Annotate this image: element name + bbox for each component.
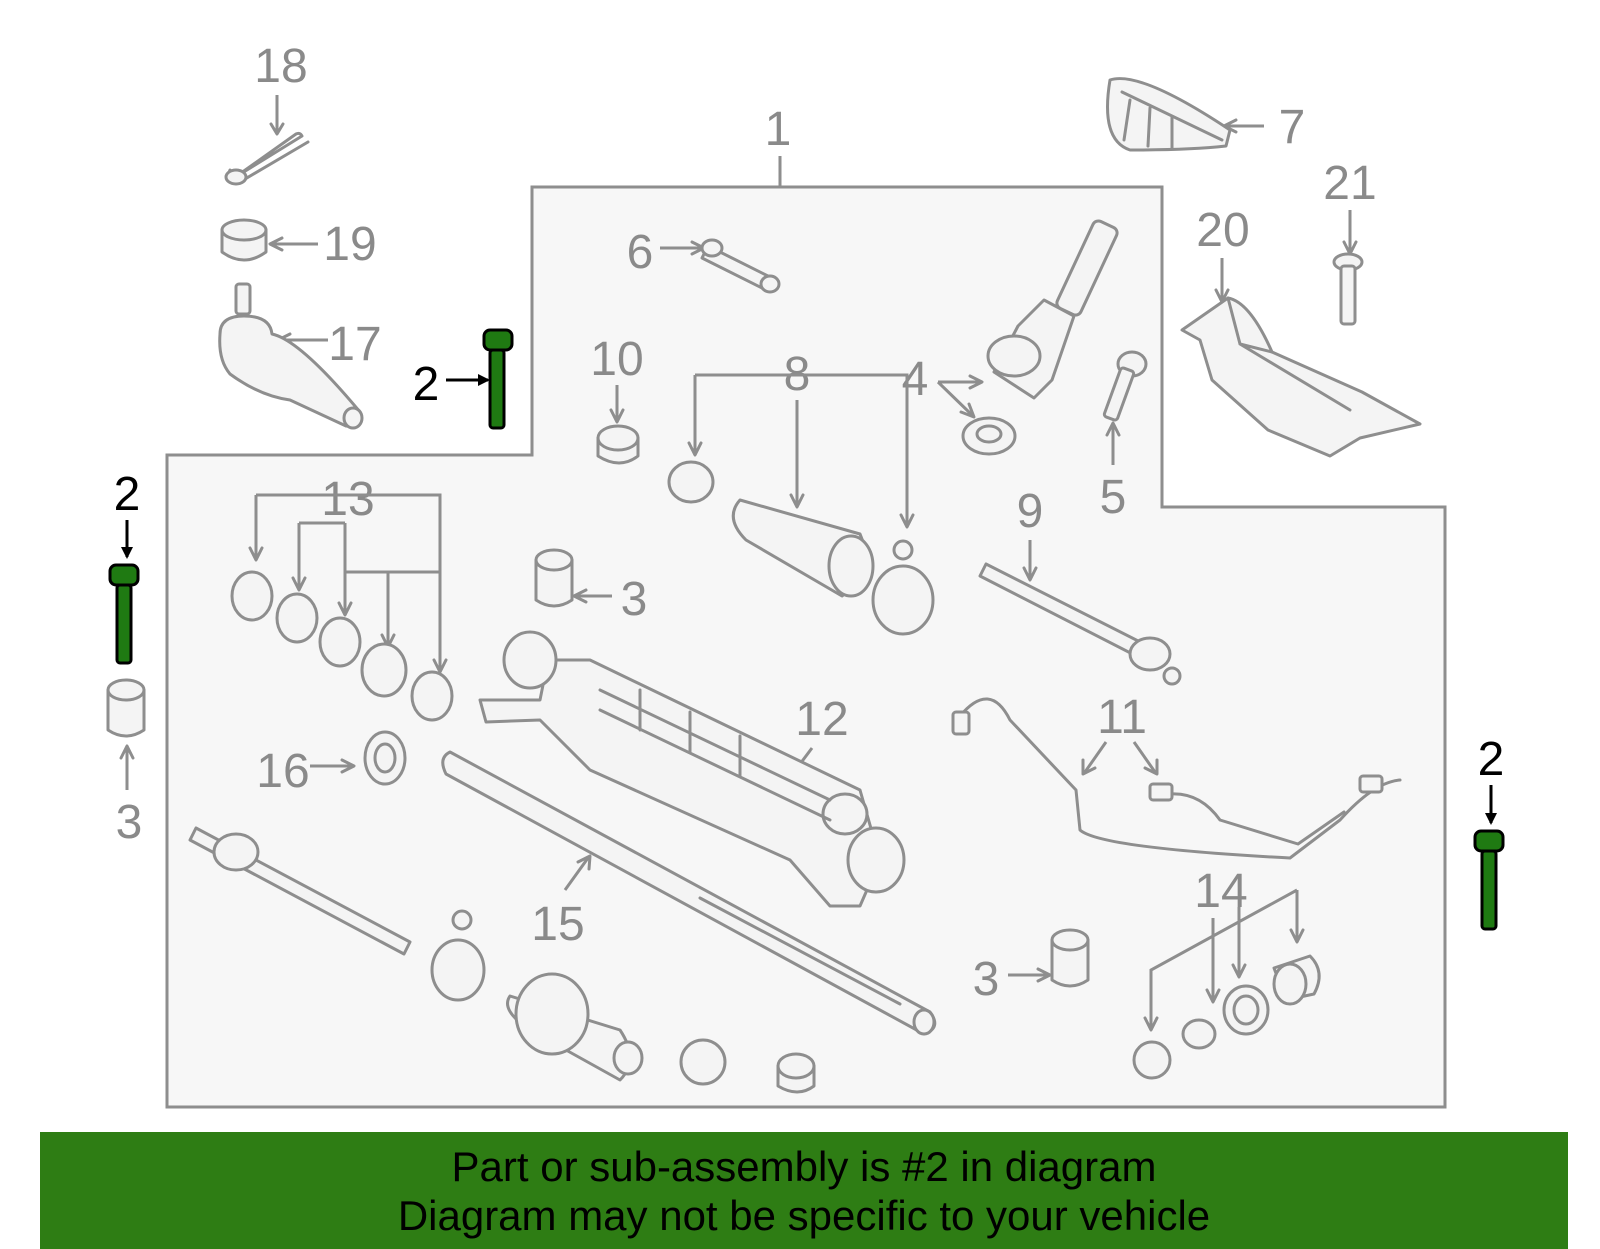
callout-7: 7 [1279,101,1306,154]
callout-3-left: 3 [116,796,143,849]
banner-line-1: Part or sub-assembly is #2 in diagram [451,1143,1157,1190]
callout-12: 12 [795,693,848,746]
part-9-inner-tie-rod [978,562,1182,686]
callout-10: 10 [590,333,643,386]
callout-15: 15 [531,898,584,951]
callout-2-right: 2 [1478,733,1505,786]
callout-1: 1 [765,103,792,156]
callout-9: 9 [1017,485,1044,538]
bolt-2-center[interactable] [482,328,514,430]
part-3-bushings [106,548,1090,988]
part-6-bolt [700,238,781,294]
callout-19: 19 [323,218,376,271]
callout-18: 18 [254,40,307,93]
part-inner-tie-rod-left [188,826,412,956]
part-10-nut [596,424,640,465]
part-boot-lower [430,909,816,1094]
part-21-bolt [1332,252,1364,326]
leader-lines [119,95,1358,1032]
callout-2-left: 2 [114,468,141,521]
callout-6: 6 [627,226,654,279]
callout-21: 21 [1323,157,1376,210]
callout-16: 16 [256,745,309,798]
part-12-rack-housing [478,630,906,908]
assembly-box [165,185,1447,1109]
part-14-valve-parts [1132,954,1321,1080]
bolt-2-right[interactable] [1473,829,1505,931]
callout-5: 5 [1100,471,1127,524]
callout-17: 17 [328,318,381,371]
callout-11: 11 [1097,691,1147,744]
part-16-seal [363,730,407,786]
part-15-rack [441,750,937,1036]
leader-lines-highlight [121,374,1497,825]
part-7-cover [1106,77,1232,152]
part-4-pinion-housing [961,219,1119,456]
callout-2-center: 2 [413,358,440,411]
callout-3-bottom: 3 [973,953,1000,1006]
callout-3-top: 3 [621,573,648,626]
part-8-boot [667,460,935,636]
banner-line-2: Diagram may not be specific to your vehi… [397,1192,1211,1239]
callout-20: 20 [1196,204,1249,257]
info-banner: Part or sub-assembly is #2 in diagram Di… [40,1132,1568,1249]
part-11-lines [951,697,1402,860]
callout-13: 13 [321,473,374,526]
bolt-2-left[interactable] [108,563,140,665]
part-20-bracket [1180,296,1422,458]
part-5-bolt [1102,350,1148,422]
part-17-tie-rod-end [218,282,364,430]
part-19-nut [220,218,268,262]
part-13-seals [230,570,454,722]
part-18-cotter-pin [224,131,310,186]
